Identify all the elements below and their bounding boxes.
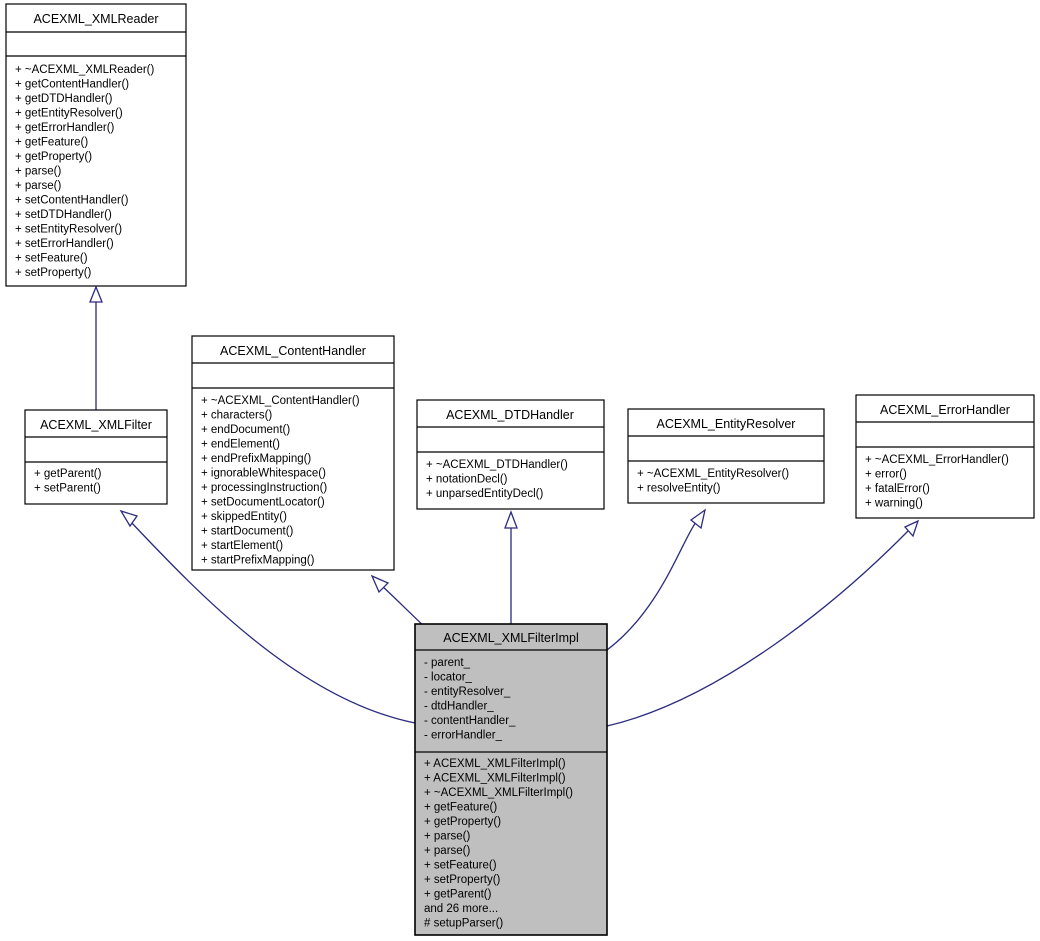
class-member: + getContentHandler() (15, 79, 129, 91)
class-member: + getParent() (424, 889, 492, 901)
class-member: + skippedEntity() (201, 511, 287, 523)
class-title: ACEXML_XMLFilter (40, 418, 152, 432)
class-box-acexml-errorhandler[interactable]: ACEXML_ErrorHandler + ~ACEXML_ErrorHandl… (855, 394, 1035, 519)
edge-xmlfilterimpl-to-dtdhandler (504, 510, 518, 624)
class-member: + setProperty() (424, 874, 501, 886)
class-member: + getFeature() (15, 137, 88, 149)
class-box-acexml-dtdhandler[interactable]: ACEXML_DTDHandler + ~ACEXML_DTDHandler()… (416, 399, 605, 510)
class-member: + ACEXML_XMLFilterImpl() (424, 758, 566, 770)
class-member: + parse() (424, 845, 471, 857)
edge-xmlfilterimpl-to-errorhandler (606, 519, 920, 727)
class-member: + getEntityResolver() (15, 108, 123, 120)
class-member: + getProperty() (15, 151, 92, 163)
class-member: + parse() (424, 831, 471, 843)
class-member: + setContentHandler() (15, 195, 129, 207)
class-attribute: - entityResolver_ (424, 686, 511, 698)
class-member: + getProperty() (424, 816, 501, 828)
class-member: + unparsedEntityDecl() (426, 488, 543, 500)
class-member: + getParent() (34, 468, 102, 480)
class-member: + notationDecl() (426, 474, 508, 486)
class-member: + setDocumentLocator() (201, 497, 325, 509)
class-attribute: - contentHandler_ (424, 715, 516, 727)
class-member: + endDocument() (201, 424, 290, 436)
class-member: + setProperty() (15, 267, 92, 279)
class-member: + processingInstruction() (201, 482, 327, 494)
class-member: + error() (865, 469, 907, 481)
class-title: ACEXML_ErrorHandler (880, 403, 1010, 417)
relationship-edges (89, 285, 920, 727)
class-member: + getErrorHandler() (15, 122, 115, 134)
class-title: ACEXML_XMLFilterImpl (443, 631, 578, 645)
class-member: + setDTDHandler() (15, 209, 112, 221)
class-member: # setupParser() (424, 918, 503, 930)
class-member: + ACEXML_XMLFilterImpl() (424, 773, 566, 785)
class-member: + getDTDHandler() (15, 93, 113, 105)
class-member: + endPrefixMapping() (201, 453, 311, 465)
class-member: + ~ACEXML_ErrorHandler() (865, 454, 1009, 466)
class-member: + setEntityResolver() (15, 224, 122, 236)
class-member: + startElement() (201, 540, 283, 552)
class-box-acexml-xmlfilter[interactable]: ACEXML_XMLFilter + getParent() + setPare… (24, 409, 168, 505)
class-member: + ~ACEXML_EntityResolver() (637, 468, 789, 480)
class-member: + ~ACEXML_DTDHandler() (426, 459, 568, 471)
class-member: + ~ACEXML_XMLReader() (15, 64, 155, 76)
class-member: + ~ACEXML_XMLFilterImpl() (424, 787, 573, 799)
class-member: + startDocument() (201, 526, 294, 538)
class-member: + setFeature() (424, 860, 497, 872)
class-member: + ignorableWhitespace() (201, 468, 326, 480)
class-box-acexml-xmlreader[interactable]: ACEXML_XMLReader + ~ACEXML_XMLReader() +… (5, 3, 187, 287)
class-title: ACEXML_ContentHandler (220, 344, 366, 358)
class-box-acexml-contenthandler[interactable]: ACEXML_ContentHandler + ~ACEXML_ContentH… (191, 335, 395, 571)
class-member: + getFeature() (424, 802, 497, 814)
class-member: + warning() (865, 498, 923, 510)
class-title: ACEXML_XMLReader (33, 12, 158, 26)
edge-xmlfilterimpl-to-contenthandler (370, 574, 429, 631)
class-box-acexml-entityresolver[interactable]: ACEXML_EntityResolver + ~ACEXML_EntityRe… (627, 408, 825, 504)
class-member: + endElement() (201, 439, 280, 451)
class-member: + fatalError() (865, 483, 930, 495)
class-member: + parse() (15, 180, 62, 192)
class-member: + characters() (201, 410, 272, 422)
class-attribute: - locator_ (424, 672, 473, 684)
class-member: + resolveEntity() (637, 483, 721, 495)
class-title: ACEXML_EntityResolver (657, 417, 796, 431)
class-attribute: - errorHandler_ (424, 730, 503, 742)
class-member: + ~ACEXML_ContentHandler() (201, 395, 360, 407)
class-member: + startPrefixMapping() (201, 555, 315, 567)
class-member: and 26 more... (424, 903, 498, 915)
edge-xmlfilterimpl-to-xmlfilter (119, 509, 416, 724)
class-member: + setParent() (34, 483, 101, 495)
class-title: ACEXML_DTDHandler (446, 408, 574, 422)
class-member: + setFeature() (15, 253, 88, 265)
class-member: + parse() (15, 166, 62, 178)
edge-xmlfilterimpl-to-entityresolver (606, 508, 707, 651)
class-attribute: - parent_ (424, 657, 471, 669)
class-box-acexml-xmlfilterimpl[interactable]: ACEXML_XMLFilterImpl - parent_ - locator… (414, 623, 608, 936)
class-member: + setErrorHandler() (15, 238, 114, 250)
class-attribute: - dtdHandler_ (424, 701, 494, 713)
edge-xmlfilter-to-xmlreader (89, 285, 103, 410)
